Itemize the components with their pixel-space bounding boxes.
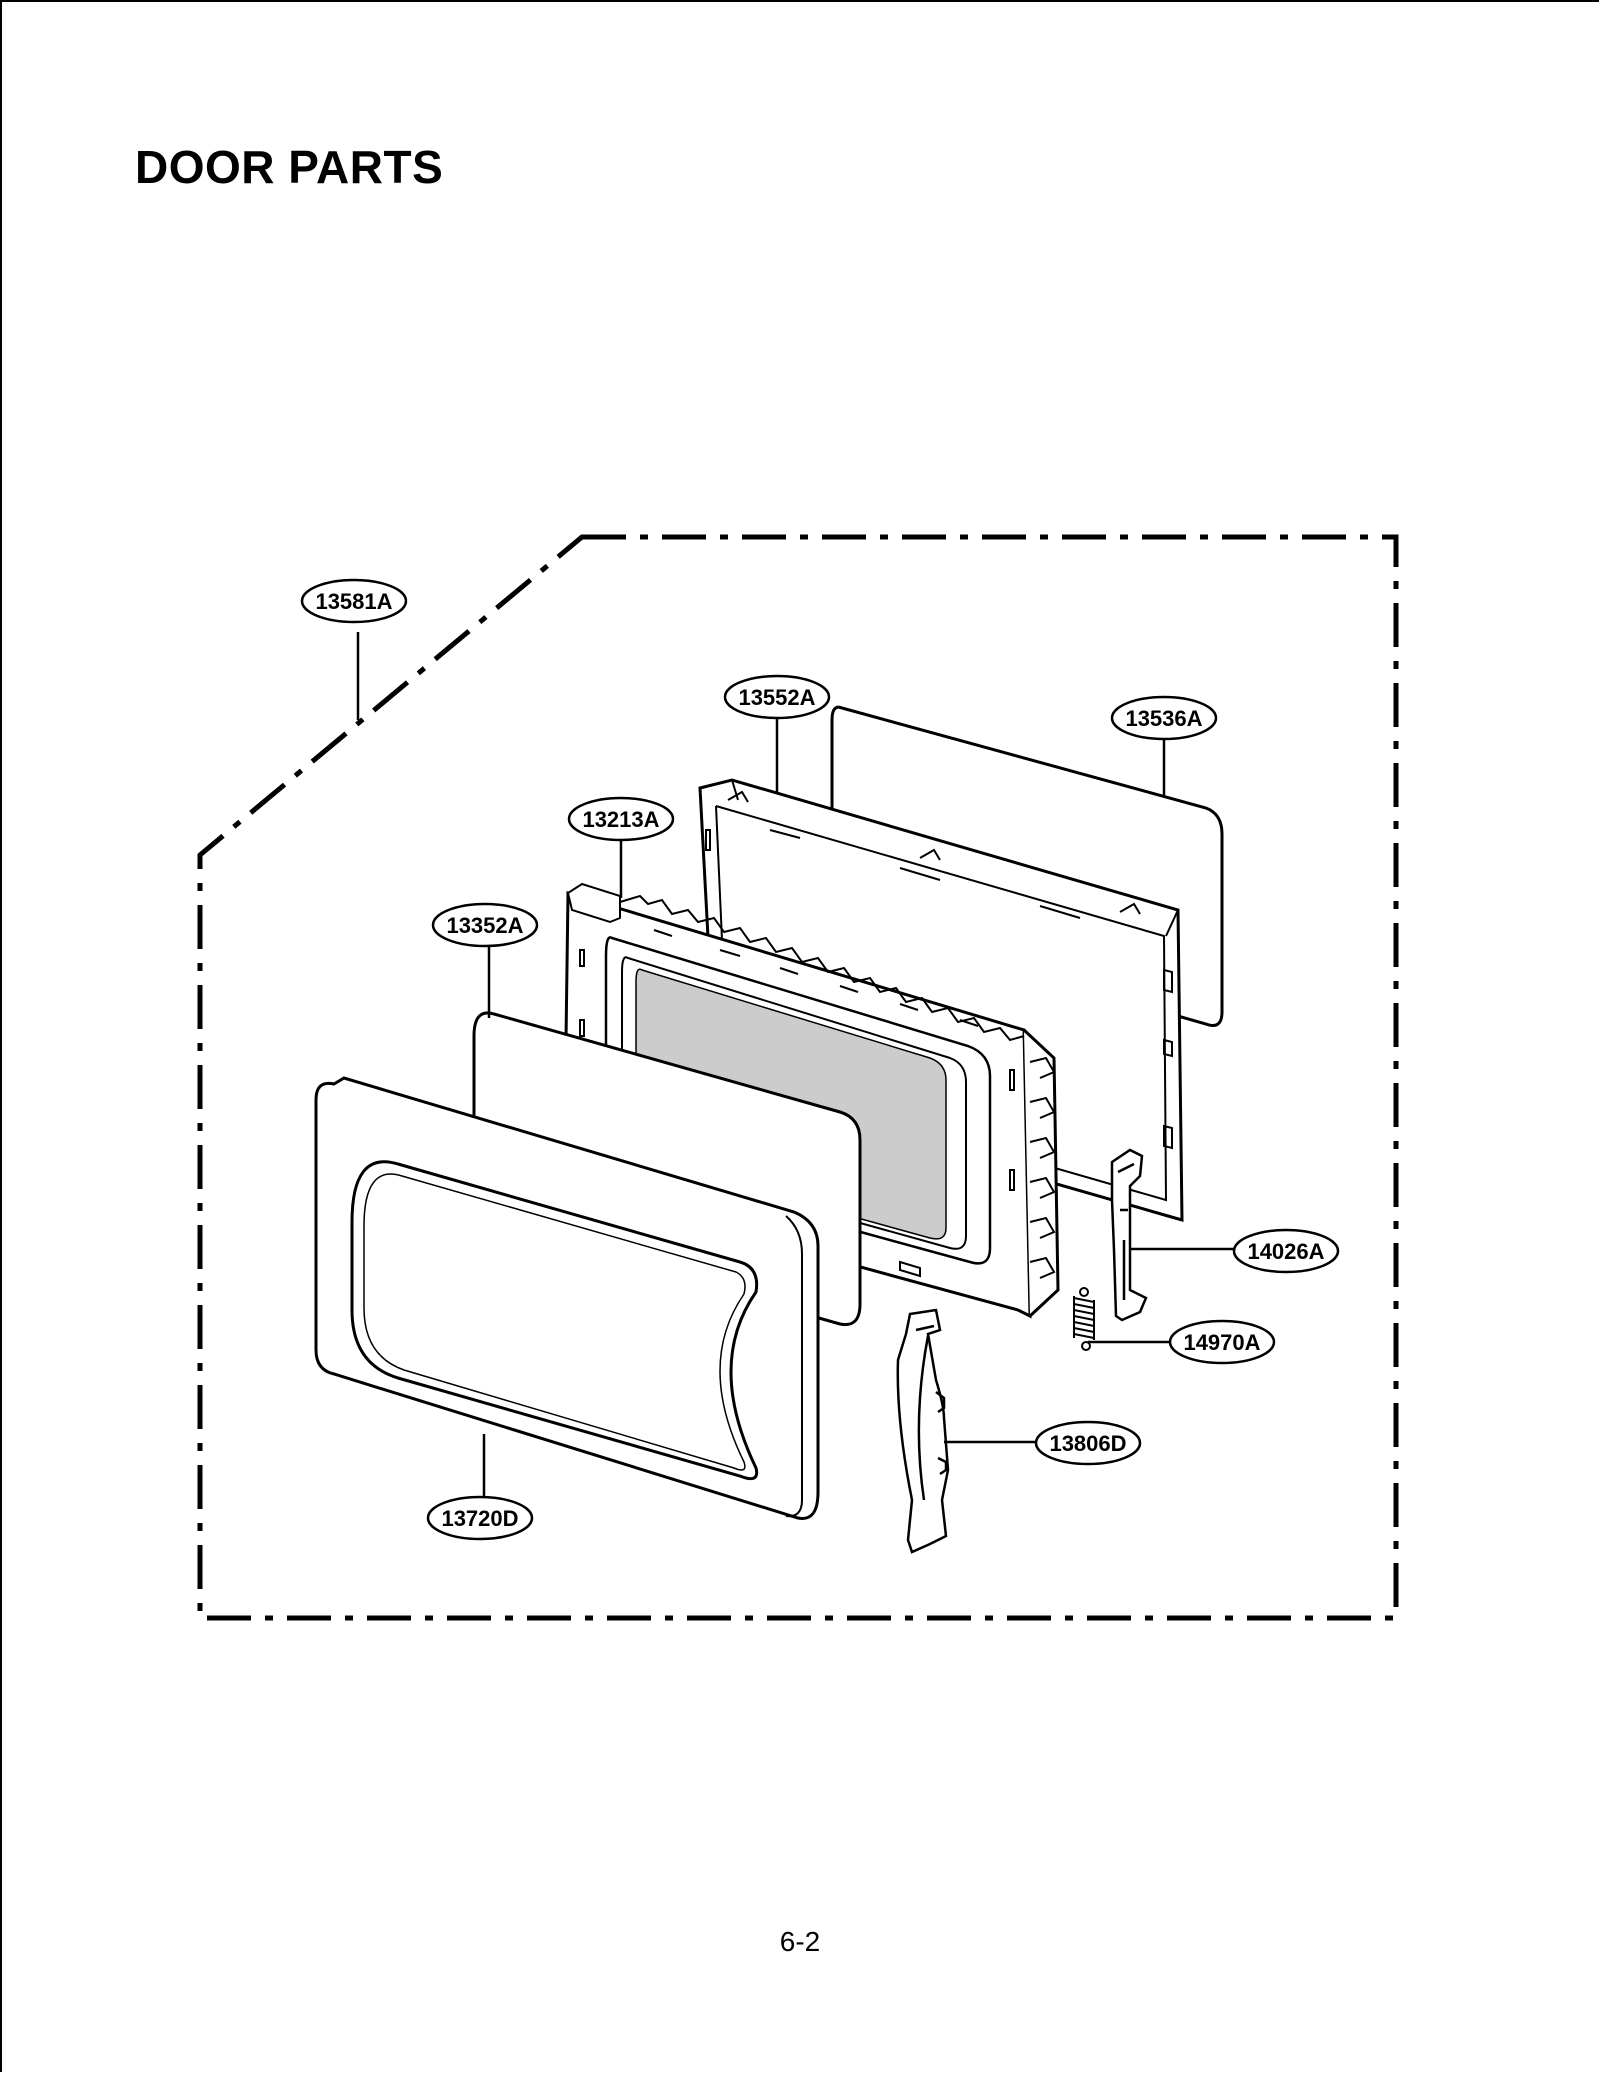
- callout-13536a: 13536A: [1110, 695, 1218, 741]
- leader-lines: [356, 632, 1238, 1500]
- page-title: DOOR PARTS: [135, 141, 444, 193]
- callout-14026a: 14026A: [1232, 1228, 1340, 1274]
- callout-13720d: 13720D: [426, 1495, 534, 1541]
- svg-text:13536A: 13536A: [1125, 706, 1202, 731]
- svg-text:13720D: 13720D: [441, 1506, 518, 1531]
- handle-part: [896, 1308, 950, 1554]
- callout-13352a: 13352A: [431, 902, 539, 948]
- svg-text:14970A: 14970A: [1183, 1330, 1260, 1355]
- svg-text:13552A: 13552A: [738, 685, 815, 710]
- callout-13552a: 13552A: [723, 674, 831, 720]
- door-front-part: [314, 1076, 820, 1520]
- callout-13581a: 13581A: [300, 578, 408, 624]
- spring-part: [1073, 1287, 1095, 1351]
- latch-key-part: [1110, 1148, 1148, 1322]
- svg-text:13213A: 13213A: [582, 807, 659, 832]
- assembly-boundary: [197, 534, 1399, 1621]
- svg-text:13352A: 13352A: [446, 913, 523, 938]
- callout-14970a: 14970A: [1168, 1319, 1276, 1365]
- callout-13806d: 13806D: [1034, 1420, 1142, 1466]
- svg-text:14026A: 14026A: [1247, 1239, 1324, 1264]
- svg-text:13581A: 13581A: [315, 589, 392, 614]
- page-number: 6-2: [779, 1926, 821, 1957]
- callout-13213a: 13213A: [567, 796, 675, 842]
- svg-text:13806D: 13806D: [1049, 1431, 1126, 1456]
